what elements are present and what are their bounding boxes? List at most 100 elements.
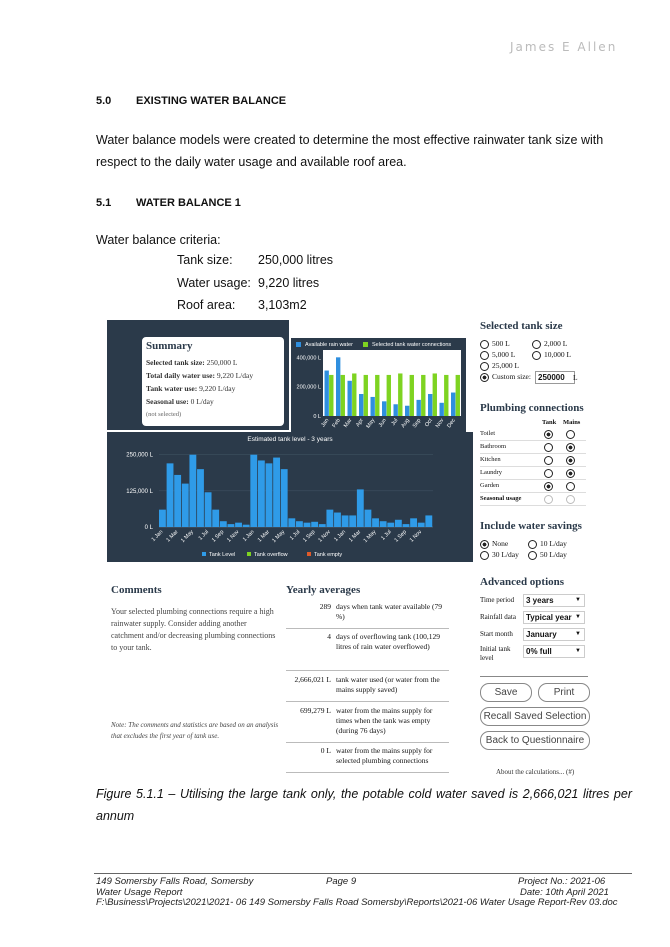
tank-level-bar [212, 509, 220, 527]
back-button[interactable]: Back to Questionnaire [480, 731, 590, 750]
bar-available [347, 380, 352, 416]
criteria-label: Water usage: [177, 276, 251, 290]
chevron-down-icon: ▼ [575, 648, 581, 654]
tank-option[interactable]: 25,000 L [480, 361, 519, 371]
savings-option[interactable]: 10 L/day [528, 539, 567, 549]
yearly-value: 289 [319, 602, 331, 611]
plumbing-row: Bathroom [480, 441, 586, 454]
footer-date: Date: 10th April 2021 [520, 887, 609, 898]
footer-rule [94, 873, 632, 874]
start-month-select[interactable]: January▼ [523, 628, 585, 641]
time-period-select[interactable]: 3 years▼ [523, 594, 585, 607]
x-tick-label: Aug [400, 418, 411, 429]
bar-available [336, 357, 341, 416]
tank-radio-icon[interactable] [544, 469, 553, 478]
x-tick-label: Oct [424, 417, 434, 428]
legend-label: Available rain water [305, 342, 353, 348]
custom-size-unit: L [573, 373, 578, 382]
savings-option[interactable]: 30 L/day [480, 549, 528, 560]
chevron-down-icon: ▼ [575, 614, 581, 620]
tank-level-bar [356, 489, 364, 527]
bar-connections [444, 374, 449, 416]
radio-icon[interactable] [480, 350, 489, 360]
save-button[interactable]: Save [480, 683, 532, 702]
summary-label: Tank water use: [146, 384, 198, 393]
radio-icon[interactable] [528, 550, 537, 560]
footer-report: Water Usage Report [96, 887, 183, 898]
plumbing-row: Toilet [480, 428, 586, 441]
mains-radio-icon[interactable] [566, 469, 575, 478]
tank-option[interactable]: 2,000 L [532, 339, 567, 349]
tank-radio-icon[interactable] [544, 430, 553, 439]
tank-option[interactable]: 5,000 L [480, 349, 532, 360]
bar-connections [409, 374, 414, 416]
yearly-desc: days when tank water available (79 %) [336, 602, 442, 621]
bar-available [359, 394, 364, 416]
plumbing-row: Laundry [480, 467, 586, 480]
radio-icon[interactable] [480, 539, 489, 549]
savings-option[interactable]: 50 L/day [528, 550, 567, 560]
bar-connections [455, 374, 460, 416]
tank-radio-icon[interactable] [544, 495, 553, 504]
tank-option-custom[interactable]: Custom size: [480, 372, 531, 382]
plot-area [323, 350, 461, 416]
chart-title: Estimated tank level - 3 years [247, 436, 333, 443]
initial-level-select[interactable]: 0% full▼ [523, 645, 585, 658]
x-tick-label: Feb [332, 418, 342, 429]
tank-level-bar [303, 522, 311, 527]
tank-radio-icon[interactable] [544, 482, 553, 491]
bar-available [370, 396, 375, 416]
tank-level-bar [174, 474, 182, 527]
tank-level-bar [265, 463, 273, 527]
tank-level-bar [250, 454, 258, 527]
bar-available [324, 370, 329, 416]
bar-available [451, 392, 456, 416]
tank-level-bar [227, 524, 235, 527]
plumbing-label: Bathroom [480, 443, 506, 450]
tank-radio-icon[interactable] [544, 443, 553, 452]
tank-level-bar [166, 463, 174, 527]
radio-icon[interactable] [480, 372, 489, 382]
tank-option[interactable]: 500 L [480, 338, 532, 349]
summary-value: 0 L/day [190, 397, 214, 406]
tank-radio-icon[interactable] [544, 456, 553, 465]
plumbing-title: Plumbing connections [480, 402, 584, 414]
yearly-desc: days of overflowing tank (100,129 litres… [336, 632, 440, 651]
radio-icon[interactable] [480, 339, 489, 349]
yearly-desc: tank water used (or water from the mains… [336, 675, 440, 694]
comments-text: Your selected plumbing connections requi… [111, 607, 276, 652]
tank-level-bar [410, 518, 418, 527]
radio-icon[interactable] [528, 539, 537, 549]
recall-button[interactable]: Recall Saved Selection [480, 707, 590, 726]
mains-radio-icon[interactable] [566, 456, 575, 465]
radio-icon[interactable] [480, 361, 489, 371]
mains-radio-icon[interactable] [566, 443, 575, 452]
mains-radio-icon[interactable] [566, 482, 575, 491]
yearly-desc: water from the mains supply for times wh… [336, 706, 433, 735]
about-link[interactable]: About the calculations... (#) [496, 768, 575, 776]
tank-option[interactable]: 10,000 L [532, 350, 571, 360]
criteria-value: 3,103m2 [258, 298, 307, 312]
bar-connections [340, 374, 345, 416]
x-tick-label: Jan [320, 418, 330, 429]
plumbing-label: Garden [480, 482, 500, 489]
radio-icon[interactable] [480, 550, 489, 560]
plumbing-row: Seasonal usage [480, 493, 586, 506]
print-button[interactable]: Print [538, 683, 590, 702]
bar-available [428, 394, 433, 416]
mains-radio-icon[interactable] [566, 430, 575, 439]
selected-tank-title: Selected tank size [480, 320, 563, 332]
rainfall-select[interactable]: Typical year▼ [523, 611, 585, 624]
custom-size-input[interactable]: 250000 [535, 371, 575, 384]
radio-icon[interactable] [532, 350, 541, 360]
divider [480, 676, 588, 677]
bar-connections [386, 374, 391, 416]
summary-title: Summary [146, 340, 193, 352]
savings-option[interactable]: None [480, 538, 528, 549]
yearly-title: Yearly averages [286, 584, 361, 596]
mains-radio-icon[interactable] [566, 495, 575, 504]
radio-icon[interactable] [532, 339, 541, 349]
